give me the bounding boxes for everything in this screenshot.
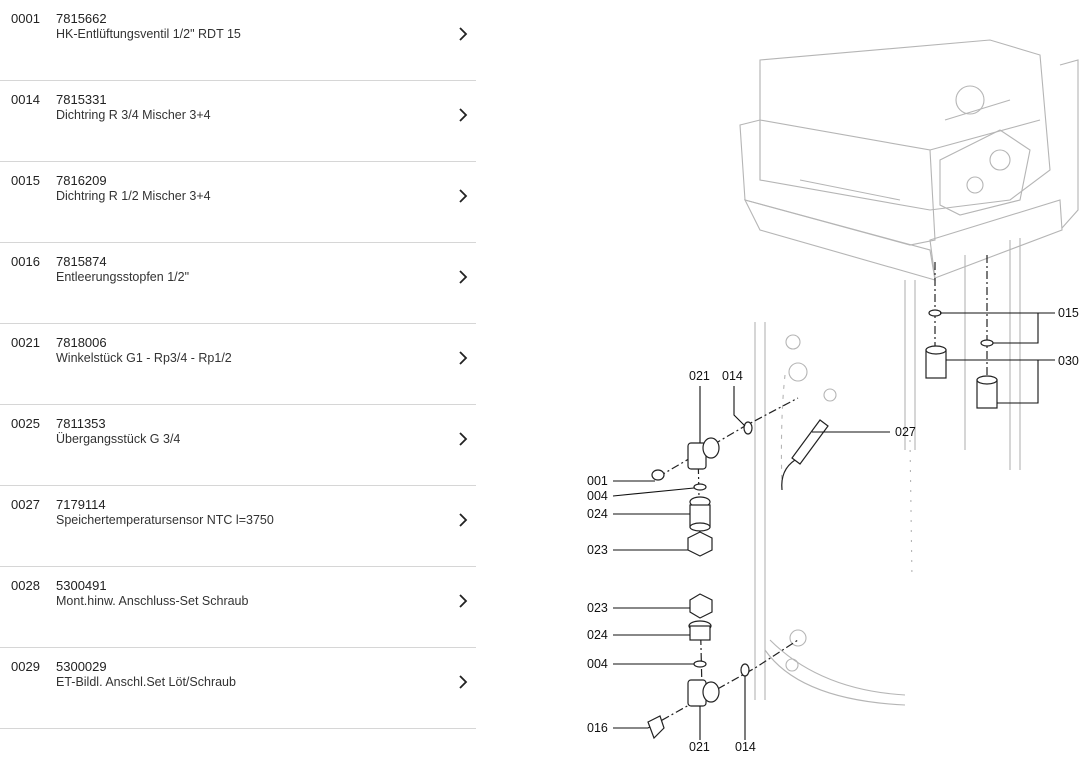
part-description: Dichtring R 3/4 Mischer 3+4	[56, 108, 211, 122]
position-number: 0001	[11, 11, 40, 26]
part-description: Winkelstück G1 - Rp3/4 - Rp1/2	[56, 351, 232, 365]
chevron-right-icon[interactable]	[456, 593, 470, 609]
parts-list: 0001 7815662 HK-Entlüftungsventil 1/2" R…	[0, 0, 476, 729]
part-number: 5300491	[56, 578, 107, 593]
chevron-right-icon[interactable]	[456, 188, 470, 204]
position-number: 0016	[11, 254, 40, 269]
chevron-right-icon[interactable]	[456, 674, 470, 690]
callout-024-bottom: 024	[587, 628, 608, 642]
position-number: 0021	[11, 335, 40, 350]
callout-023-bottom: 023	[587, 601, 608, 615]
callout-004-bottom: 004	[587, 657, 608, 671]
callout-021-top: 021	[689, 369, 710, 383]
callout-016: 016	[587, 721, 608, 735]
chevron-right-icon[interactable]	[456, 269, 470, 285]
part-number: 7815662	[56, 11, 107, 26]
callout-027: 027	[895, 425, 916, 439]
position-number: 0025	[11, 416, 40, 431]
part-number: 7816209	[56, 173, 107, 188]
callout-023-top: 023	[587, 543, 608, 557]
callout-leaders	[612, 312, 1055, 740]
part-row-0015[interactable]: 0015 7816209 Dichtring R 1/2 Mischer 3+4	[0, 162, 476, 243]
part-description: Speichertemperatursensor NTC l=3750	[56, 513, 274, 527]
chevron-right-icon[interactable]	[456, 26, 470, 42]
callout-015: 015	[1058, 306, 1079, 320]
part-row-0021[interactable]: 0021 7818006 Winkelstück G1 - Rp3/4 - Rp…	[0, 324, 476, 405]
callout-021-bottom: 021	[689, 740, 710, 754]
part-row-0001[interactable]: 0001 7815662 HK-Entlüftungsventil 1/2" R…	[0, 0, 476, 81]
callout-014-bottom: 014	[735, 740, 756, 754]
position-number: 0014	[11, 92, 40, 107]
position-number: 0015	[11, 173, 40, 188]
position-number: 0029	[11, 659, 40, 674]
callout-030: 030	[1058, 354, 1079, 368]
chevron-right-icon[interactable]	[456, 431, 470, 447]
boiler-unit-drawing	[739, 39, 1079, 706]
callout-004-top: 004	[587, 489, 608, 503]
part-number: 7179114	[56, 497, 106, 512]
part-row-0028[interactable]: 0028 5300491 Mont.hinw. Anschluss-Set Sc…	[0, 567, 476, 648]
part-row-0029[interactable]: 0029 5300029 ET-Bildl. Anschl.Set Löt/Sc…	[0, 648, 476, 729]
callout-labels: 015 030 027 021 014 001 004 024 023 023 …	[587, 306, 1079, 754]
chevron-right-icon[interactable]	[456, 107, 470, 123]
exploded-view-diagram: 015 030 027 021 014 001 004 024 023 023 …	[560, 0, 1089, 770]
part-row-0014[interactable]: 0014 7815331 Dichtring R 3/4 Mischer 3+4	[0, 81, 476, 162]
position-number: 0027	[11, 497, 40, 512]
chevron-right-icon[interactable]	[456, 350, 470, 366]
part-row-0025[interactable]: 0025 7811353 Übergangsstück G 3/4	[0, 405, 476, 486]
callout-014-top: 014	[722, 369, 743, 383]
callout-001: 001	[587, 474, 608, 488]
part-number: 7815874	[56, 254, 107, 269]
part-description: Entleerungsstopfen 1/2"	[56, 270, 190, 284]
diagram-canvas: 015 030 027 021 014 001 004 024 023 023 …	[587, 39, 1079, 754]
part-description: Mont.hinw. Anschluss-Set Schraub	[56, 594, 249, 608]
part-row-0016[interactable]: 0016 7815874 Entleerungsstopfen 1/2"	[0, 243, 476, 324]
component-parts	[647, 309, 998, 740]
part-number: 5300029	[56, 659, 107, 674]
part-description: HK-Entlüftungsventil 1/2" RDT 15	[56, 27, 241, 41]
part-description: Dichtring R 1/2 Mischer 3+4	[56, 189, 211, 203]
part-description: ET-Bildl. Anschl.Set Löt/Schraub	[56, 675, 236, 689]
chevron-right-icon[interactable]	[456, 512, 470, 528]
connection-lines	[647, 255, 988, 729]
position-number: 0028	[11, 578, 40, 593]
callout-024-top: 024	[587, 507, 608, 521]
part-number: 7815331	[56, 92, 107, 107]
part-description: Übergangsstück G 3/4	[56, 432, 181, 446]
part-row-0027[interactable]: 0027 7179114 Speichertemperatursensor NT…	[0, 486, 476, 567]
part-number: 7818006	[56, 335, 107, 350]
part-number: 7811353	[56, 416, 106, 431]
